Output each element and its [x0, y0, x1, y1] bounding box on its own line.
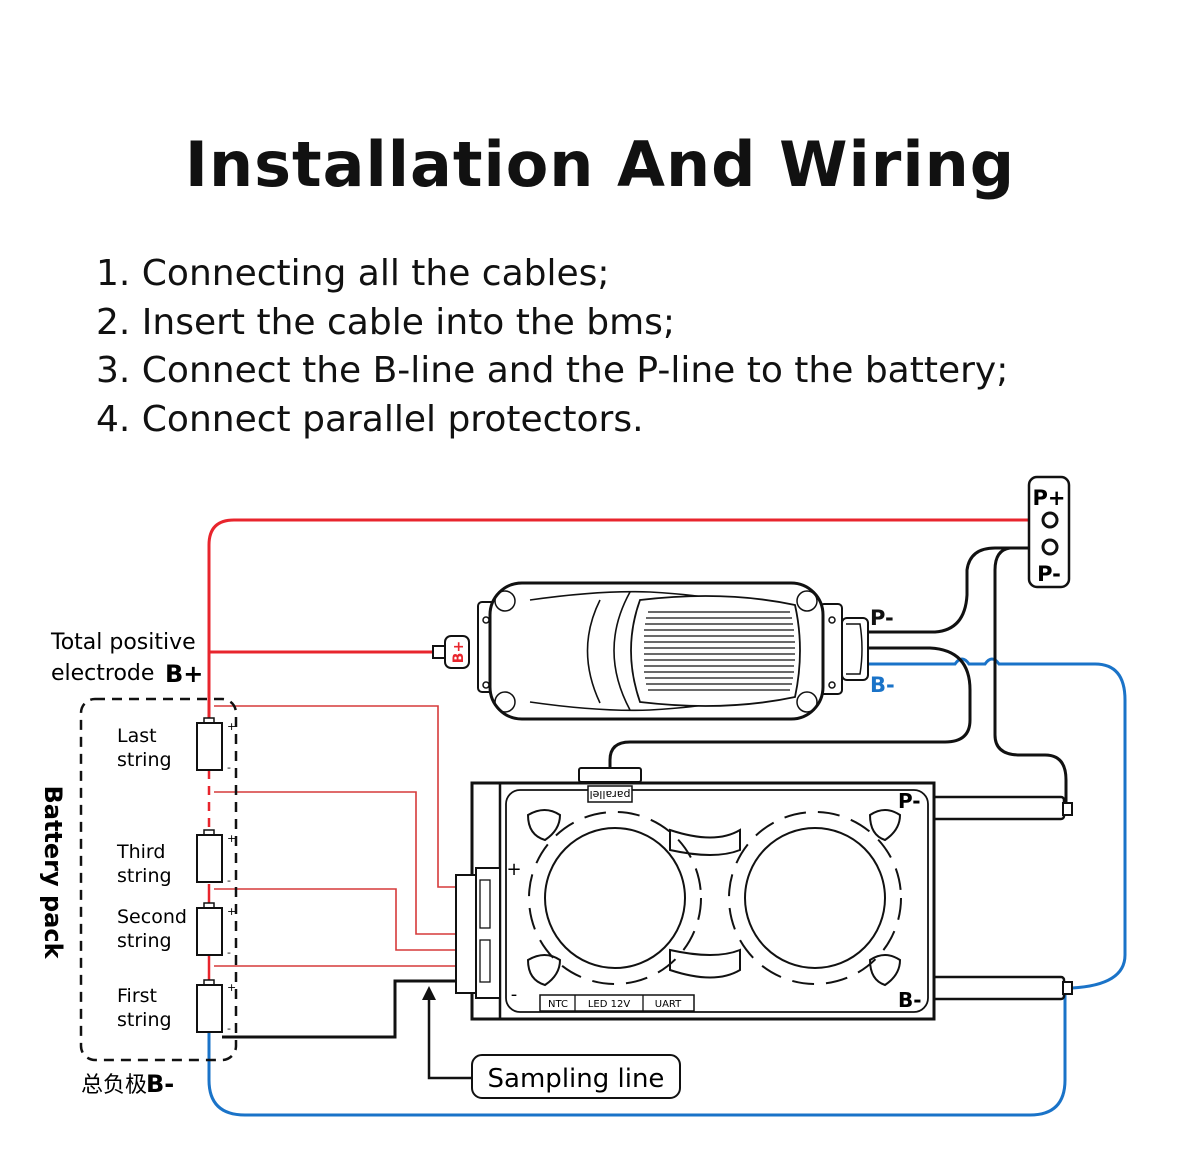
uart-port-label: UART: [655, 999, 682, 1010]
sampling-line-label-box: [471, 1054, 681, 1099]
p-minus-terminal: [1041, 538, 1059, 556]
cell-second: + -: [196, 902, 236, 959]
instruction-step-1: 1. Connecting all the cables;: [96, 253, 610, 294]
sampling-line-label: Sampling line: [488, 1064, 665, 1094]
bms-p-minus-label: P-: [870, 606, 894, 630]
p-minus-label: P-: [1037, 562, 1061, 586]
bms-b-minus-label: B-: [870, 673, 895, 697]
sampling-line-second: [214, 888, 470, 951]
ntc-port-label: NTC: [548, 999, 568, 1010]
protector-p-minus-label: P-: [898, 789, 921, 813]
battery-pack-outline: [79, 697, 238, 1062]
parallel-port-label: parallel: [590, 788, 631, 801]
p-minus-terminal-wire: [993, 546, 1068, 803]
bms-to-parallel-wire: [608, 646, 972, 768]
parallel-port: [578, 767, 642, 783]
svg-text:-: -: [227, 946, 231, 959]
output-terminal-block: P+ P-: [1027, 475, 1071, 589]
svg-text:-: -: [227, 761, 231, 774]
fan-icon: [526, 809, 902, 987]
instruction-step-3: 3. Connect the B-line and the P-line to …: [96, 350, 1009, 391]
protector-plus-label: +: [506, 859, 521, 880]
string-label-first-2: string: [117, 1009, 172, 1031]
sampling-lines: [214, 705, 470, 967]
page-title: Installation And Wiring: [184, 128, 1016, 201]
bms-p-minus-wire: [868, 546, 1040, 634]
sampling-arrow-head: [422, 986, 436, 1000]
sampling-line-third: [214, 791, 470, 935]
string-label-second-1: Second: [117, 906, 187, 928]
string-label-last-2: string: [117, 749, 172, 771]
string-label-first-1: First: [117, 985, 157, 1007]
svg-text:-: -: [227, 874, 231, 887]
instruction-list: 1. Connecting all the cables; 2. Insert …: [96, 250, 1008, 444]
sampling-line-last: [214, 705, 470, 888]
bms-b-minus-wire: [868, 657, 1127, 990]
cell-first: + -: [196, 979, 236, 1035]
string-label-third-2: string: [117, 865, 172, 887]
total-positive-tag: B+: [165, 660, 203, 688]
instruction-step-4: 4. Connect parallel protectors.: [96, 398, 644, 440]
battery-pack: Battery pack + - + - + - + -: [39, 697, 238, 1062]
string-label-last-1: Last: [117, 725, 157, 747]
bms-unit: B+ P- B-: [432, 581, 895, 721]
bms-b-plus-label: B+: [451, 641, 467, 663]
total-positive-line1: Total positive: [50, 630, 196, 655]
battery-pack-label: Battery pack: [39, 785, 67, 959]
svg-text:+: +: [227, 981, 236, 994]
positive-main-wire: [207, 518, 1040, 720]
sampling-connector: [455, 874, 477, 994]
p-plus-terminal: [1041, 511, 1059, 529]
bms-output-connector: [841, 617, 869, 681]
protector-minus-label: -: [511, 984, 518, 1005]
cell-last: + -: [196, 717, 236, 774]
parallel-protector: parallel + - P- B- NTC LED 12V UART: [455, 767, 1073, 1021]
total-negative-tag: B-: [146, 1070, 174, 1098]
bms-vent-icon: [644, 611, 795, 691]
cell-third: + -: [196, 829, 236, 887]
string-label-third-1: Third: [116, 841, 165, 863]
total-positive-line2: electrode: [51, 661, 154, 686]
first-string-negative-wire: [222, 979, 472, 1039]
svg-text:-: -: [227, 1022, 231, 1035]
led-port-label: LED 12V: [588, 999, 630, 1010]
p-plus-label: P+: [1033, 486, 1066, 510]
instruction-step-2: 2. Insert the cable into the bms;: [96, 301, 676, 343]
svg-text:+: +: [227, 905, 236, 918]
svg-text:+: +: [227, 832, 236, 845]
sampling-line-pointer: [427, 990, 472, 1080]
total-negative-text: 总负极: [81, 1073, 147, 1098]
negative-main-wire: [207, 988, 1067, 1117]
string-label-second-2: string: [117, 930, 172, 952]
protector-b-minus-label: B-: [898, 988, 922, 1012]
svg-text:+: +: [227, 720, 236, 733]
